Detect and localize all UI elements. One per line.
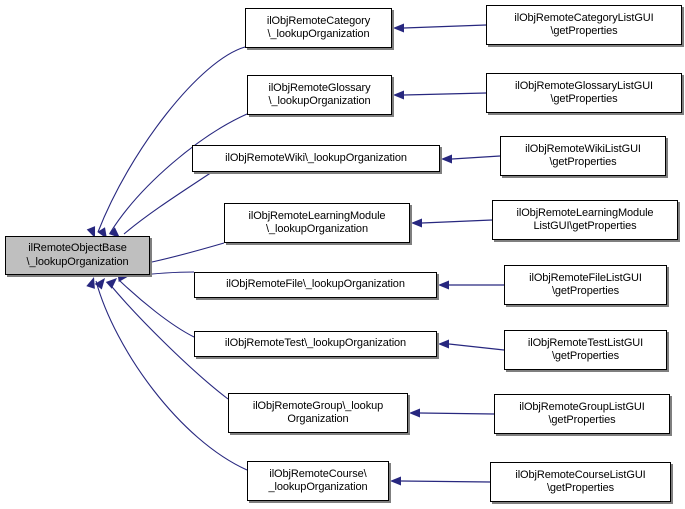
arrowhead-right-learningmodule-to-mid-learningmodule — [411, 218, 422, 228]
edge-right-group-to-mid-group — [419, 412, 495, 415]
graph-node-mid-group[interactable]: ilObjRemoteGroup\_lookup Organization — [228, 393, 408, 433]
edge-right-course-to-mid-course — [400, 480, 491, 483]
graph-node-right-learningmodule[interactable]: ilObjRemoteLearningModule ListGUI\getPro… — [492, 200, 678, 240]
graph-node-mid-category[interactable]: ilObjRemoteCategory \_lookupOrganization — [245, 8, 392, 48]
graph-node-mid-learningmodule[interactable]: ilObjRemoteLearningModule \_lookupOrgani… — [224, 203, 410, 243]
edge-right-glossary-to-mid-glossary — [403, 92, 487, 96]
graph-node-label: ilObjRemoteGlossaryListGUI \getPropertie… — [515, 79, 653, 106]
edge-mid-wiki-to-root — [123, 171, 213, 235]
graph-node-label: ilObjRemoteGroup\_lookup Organization — [252, 399, 384, 426]
edge-mid-learningmodule-to-root — [151, 242, 225, 263]
graph-node-label: ilObjRemoteFile\_lookupOrganization — [226, 278, 405, 291]
arrowhead-mid-course-to-root — [86, 277, 95, 289]
arrowhead-right-file-to-mid-file — [438, 280, 449, 290]
graph-node-right-test[interactable]: ilObjRemoteTestListGUI \getProperties — [504, 330, 667, 370]
edge-mid-test-to-root — [119, 280, 195, 338]
graph-node-right-course[interactable]: ilObjRemoteCourseListGUI \getProperties — [490, 462, 671, 502]
arrowhead-right-course-to-mid-course — [390, 476, 401, 486]
graph-node-label: ilObjRemoteWikiListGUI \getProperties — [525, 142, 641, 169]
graph-node-mid-wiki[interactable]: ilObjRemoteWiki\_lookupOrganization — [192, 145, 440, 172]
graph-node-right-glossary[interactable]: ilObjRemoteGlossaryListGUI \getPropertie… — [486, 73, 682, 113]
graph-node-mid-test[interactable]: ilObjRemoteTest\_lookupOrganization — [194, 331, 437, 357]
graph-node-mid-file[interactable]: ilObjRemoteFile\_lookupOrganization — [194, 272, 437, 298]
graph-node-label: ilObjRemoteGlossary \_lookupOrganization — [268, 81, 371, 108]
arrowhead-mid-test-to-root — [105, 278, 117, 289]
graph-node-label: ilObjRemoteCategory \_lookupOrganization — [266, 14, 371, 41]
graph-node-label: ilObjRemoteCategoryListGUI \getPropertie… — [514, 11, 654, 38]
graph-node-label: ilObjRemoteLearningModule ListGUI\getPro… — [516, 206, 654, 233]
graph-node-right-category[interactable]: ilObjRemoteCategoryListGUI \getPropertie… — [486, 5, 682, 45]
arrowhead-right-glossary-to-mid-glossary — [393, 90, 404, 100]
edge-mid-category-to-root — [97, 46, 246, 233]
graph-node-label: ilObjRemoteCourseListGUI \getProperties — [515, 468, 646, 495]
graph-node-label: ilObjRemoteTestListGUI \getProperties — [527, 336, 644, 363]
arrowhead-mid-group-to-root — [94, 278, 105, 290]
edge-right-test-to-mid-test — [448, 343, 505, 351]
arrowhead-right-category-to-mid-category — [393, 23, 404, 33]
edge-mid-course-to-root — [95, 280, 248, 471]
graph-node-label: ilObjRemoteWiki\_lookupOrganization — [225, 151, 407, 164]
graph-node-mid-glossary[interactable]: ilObjRemoteGlossary \_lookupOrganization — [247, 75, 392, 115]
arrowhead-right-test-to-mid-test — [438, 339, 449, 349]
arrowhead-right-group-to-mid-group — [409, 408, 420, 418]
edge-right-wiki-to-mid-wiki — [451, 155, 501, 160]
graph-node-right-file[interactable]: ilObjRemoteFileListGUI \getProperties — [504, 265, 667, 305]
edge-right-category-to-mid-category — [403, 24, 487, 29]
graph-node-mid-course[interactable]: ilObjRemoteCourse\ _lookupOrganization — [247, 461, 389, 501]
arrowhead-right-wiki-to-mid-wiki — [441, 154, 452, 164]
graph-node-label: ilObjRemoteCourse\ _lookupOrganization — [268, 467, 368, 494]
graph-node-right-wiki[interactable]: ilObjRemoteWikiListGUI \getProperties — [500, 136, 666, 176]
graph-node-label: ilObjRemoteTest\_lookupOrganization — [224, 337, 407, 350]
graph-node-label: ilRemoteObjectBase \_lookupOrganization — [26, 242, 129, 268]
graph-node-label: ilObjRemoteFileListGUI \getProperties — [529, 271, 642, 298]
graph-node-right-group[interactable]: ilObjRemoteGroupListGUI \getProperties — [494, 394, 670, 434]
graph-node-root[interactable]: ilRemoteObjectBase \_lookupOrganization — [5, 236, 150, 275]
edge-right-learningmodule-to-mid-learningmodule — [421, 219, 493, 224]
graph-node-label: ilObjRemoteLearningModule \_lookupOrgani… — [248, 209, 386, 236]
graph-node-label: ilObjRemoteGroupListGUI \getProperties — [519, 400, 645, 427]
